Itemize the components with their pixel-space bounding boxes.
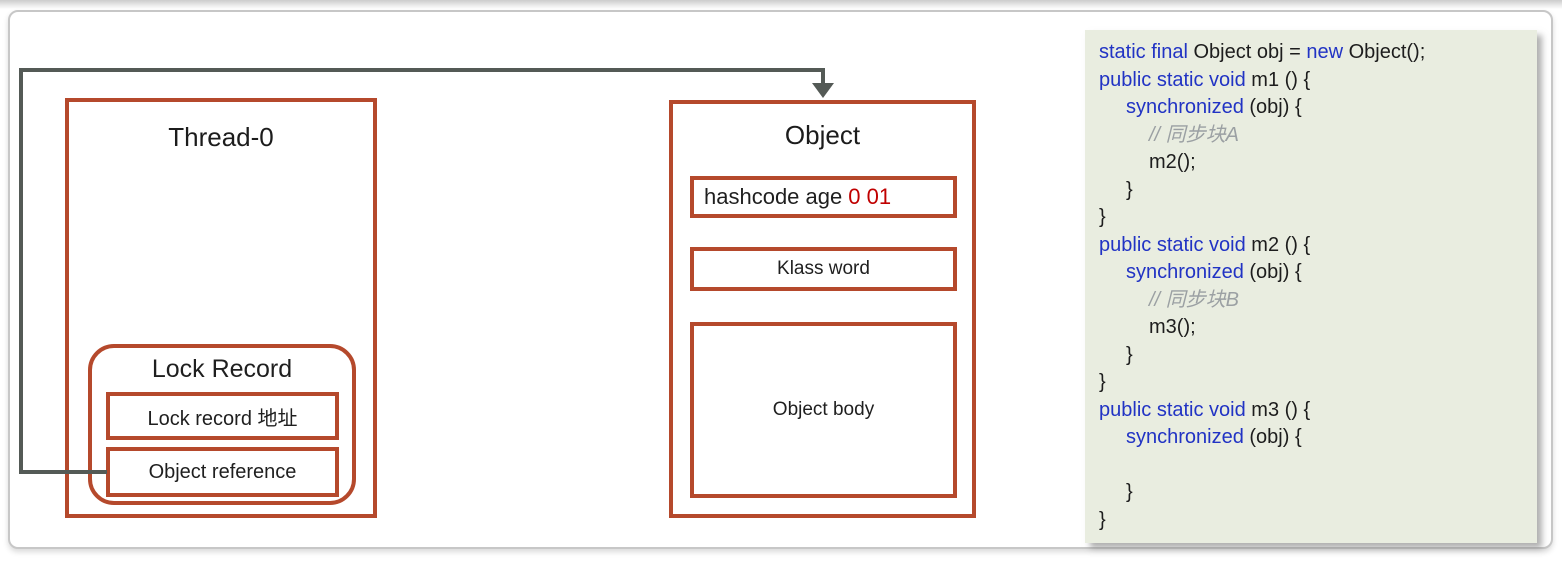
object-reference-slot: Object reference (106, 447, 339, 497)
lock-record-address-slot: Lock record 地址 (106, 392, 339, 440)
code-line: } (1099, 371, 1106, 393)
code-line: } (1126, 481, 1133, 503)
code-line: m3(); (1149, 316, 1196, 338)
lock-record-address-label: Lock record 地址 (147, 407, 298, 430)
code-line (1099, 452, 1537, 480)
thread-box-title: Thread-0 (168, 122, 274, 152)
code-line: m2(); (1149, 151, 1196, 173)
klass-word-row: Klass word (690, 247, 957, 291)
code-line: } (1099, 206, 1106, 228)
object-body-label: Object body (772, 399, 875, 420)
object-reference-label: Object reference (148, 460, 297, 483)
mark-word-bits: 0 01 (848, 184, 892, 209)
lock-record-title: Lock Record (151, 355, 293, 383)
code-line: public static void m3 () { (1099, 398, 1311, 421)
code-line: synchronized (obj) { (1126, 426, 1302, 448)
code-panel: static final Object obj = new Object(); p… (1085, 30, 1537, 543)
object-body-row: Object body (690, 322, 957, 498)
klass-word-label: Klass word (777, 258, 870, 279)
code-line: synchronized (obj) { (1126, 261, 1302, 283)
code-line: } (1099, 508, 1106, 531)
code-line: // 同步块A (1149, 123, 1240, 146)
mark-word-label: hashcode age (704, 184, 843, 209)
code-line: } (1126, 178, 1133, 201)
code-line: // 同步块B (1149, 288, 1240, 311)
code-line: public static void m1 () { (1099, 68, 1311, 91)
object-box-title: Object (784, 120, 861, 150)
code-line: } (1126, 343, 1133, 366)
code-line: synchronized (obj) { (1126, 96, 1302, 118)
mark-word-row: hashcode age 0 01 (690, 176, 957, 218)
code-line: public static void m2 () { (1099, 233, 1311, 256)
code-line: static final Object obj = new Object(); (1099, 41, 1426, 63)
